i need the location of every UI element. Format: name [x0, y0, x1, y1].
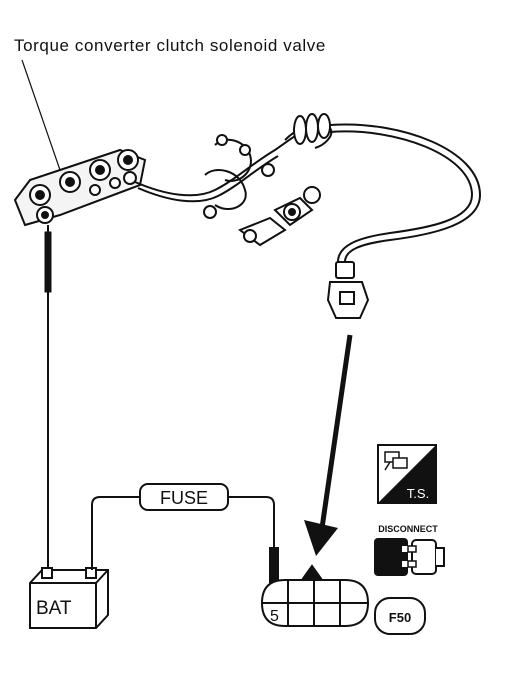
fuse: FUSE: [139, 483, 229, 511]
connector-id-badge: F50: [374, 597, 426, 635]
connector-face: 5: [260, 564, 370, 627]
harness-connector: [326, 261, 370, 319]
diagram-title: Torque converter clutch solenoid valve: [14, 36, 326, 55]
connector-id-label: F50: [389, 610, 411, 625]
battery-label: BAT: [36, 598, 72, 619]
harness-loop-to-connector: [329, 123, 482, 263]
solenoid-ground-wire: [44, 225, 52, 575]
fuse-label: FUSE: [160, 488, 208, 508]
connector-pin-number: 5: [270, 608, 279, 625]
solenoid-valve-assembly: [13, 148, 147, 227]
disconnect-label: DISCONNECT: [378, 524, 438, 534]
battery: BAT: [29, 560, 109, 629]
pointer-arrow-icon: [304, 334, 353, 556]
test-signal-icon: T.S.: [377, 444, 437, 504]
disconnect-connector-icon: DISCONNECT: [374, 524, 445, 576]
fuse-circuit-wire: [91, 496, 279, 583]
wiring-harness: [134, 113, 333, 247]
ts-badge-label: T.S.: [407, 486, 429, 501]
title-leader-line: [21, 59, 61, 171]
